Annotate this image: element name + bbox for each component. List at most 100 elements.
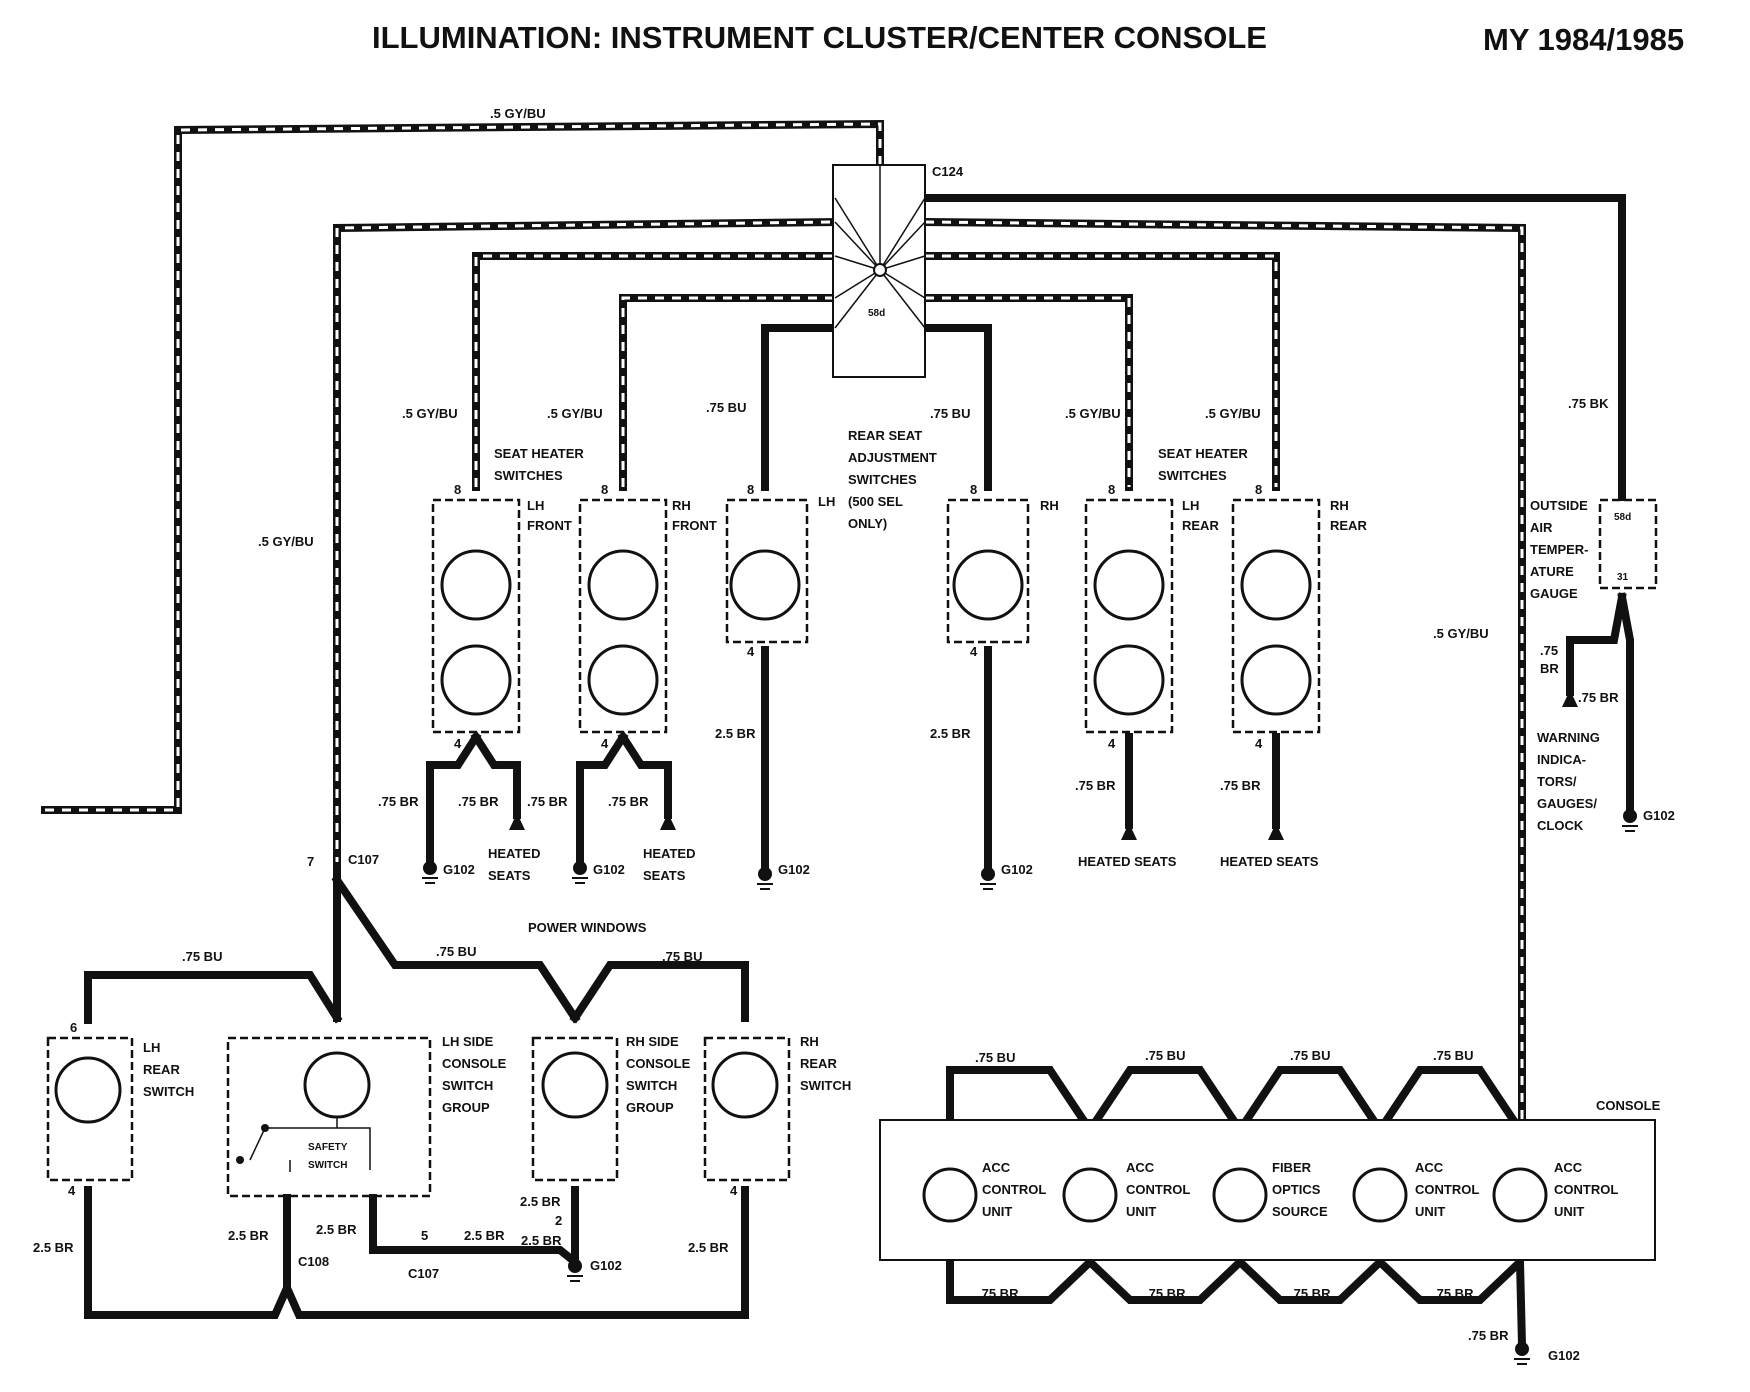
wire-label-bk: .75 BK: [1568, 396, 1609, 411]
wire-label-rh-front: .5 GY/BU: [547, 406, 603, 421]
heated-seats-rh-front-arrow: [660, 813, 676, 830]
outside-air-5: GAUGE: [1530, 586, 1578, 601]
seat-heater-label-1a: SEAT HEATER: [494, 446, 584, 461]
power-windows-label: POWER WINDOWS: [528, 920, 647, 935]
lh-rear-sw-1: LH: [143, 1040, 160, 1055]
g102-pw: G102: [590, 1258, 622, 1273]
fiber-1: FIBER: [1272, 1160, 1312, 1175]
lh-rear-sw-2: REAR: [143, 1062, 180, 1077]
rh-side-3: SWITCH: [626, 1078, 677, 1093]
wire-label-gauge-br-b: BR: [1540, 661, 1559, 676]
outside-air-4: ATURE: [1530, 564, 1574, 579]
pin-rla-4: 4: [747, 644, 755, 659]
pin-rh-side-2: 2: [555, 1213, 562, 1228]
c124-connector: 58d: [832, 164, 926, 378]
c107-pin: 7: [307, 854, 314, 869]
rear-seat-label-1: REAR SEAT: [848, 428, 922, 443]
warning-1: WARNING: [1537, 730, 1600, 745]
c107-label: C107: [348, 852, 379, 867]
rh-rear-sw-2: REAR: [800, 1056, 837, 1071]
pw-wire-label-3: .75 BU: [662, 949, 702, 964]
rear-seat-label-4: (500 SEL: [848, 494, 903, 509]
lh-side-2: CONSOLE: [442, 1056, 507, 1071]
lh-rear-lh: LH: [1182, 498, 1199, 513]
warning-5: CLOCK: [1537, 818, 1584, 833]
lh-rear-seat-heater-switch: [1084, 498, 1174, 734]
acc-2-2: CONTROL: [1126, 1182, 1190, 1197]
wire-label-rear-adj-rh: .75 BU: [930, 406, 970, 421]
safety-switch-2: SWITCH: [308, 1160, 347, 1171]
pin-lhf-8: 8: [454, 482, 461, 497]
c124-terminal-label: 58d: [868, 308, 885, 319]
console-wire-label-9: .75 BR: [1468, 1328, 1509, 1343]
wire-label-left: .5 GY/BU: [258, 534, 314, 549]
diagram-title: ILLUMINATION: INSTRUMENT CLUSTER/CENTER …: [372, 20, 1267, 55]
wire-label-lhr: .75 BR: [1075, 778, 1116, 793]
heated-seats-rhf-1: HEATED: [643, 846, 695, 861]
acc-1-1: ACC: [982, 1160, 1011, 1175]
rh-rear-rear: REAR: [1330, 518, 1367, 533]
rh-side-console-switch-group: [531, 1036, 619, 1182]
pin-gauge-31: 31: [1617, 572, 1629, 583]
acc-1-2: CONTROL: [982, 1182, 1046, 1197]
g102-rla: G102: [778, 862, 810, 877]
wire-label-rear-adj-rh-gnd: 2.5 BR: [930, 726, 971, 741]
lh-side-console-switch-group: [226, 1036, 432, 1198]
c107-lower-pin: 5: [421, 1228, 428, 1243]
ground-symbols: [422, 809, 1638, 1365]
heated-seats-lhf-1: HEATED: [488, 846, 540, 861]
rear-seat-label-2: ADJUSTMENT: [848, 450, 937, 465]
rear-adj-rh: RH: [1040, 498, 1059, 513]
model-year: MY 1984/1985: [1483, 22, 1684, 57]
rh-rear-sw-3: SWITCH: [800, 1078, 851, 1093]
pw-wire-label-1: .75 BU: [182, 949, 222, 964]
rear-adj-lh: LH: [818, 494, 835, 509]
pin-rhr-4: 4: [1255, 736, 1263, 751]
console-label: CONSOLE: [1596, 1098, 1661, 1113]
console-wire-label-2: .75 BU: [1145, 1048, 1185, 1063]
wire-label-top: .5 GY/BU: [490, 106, 546, 121]
acc-3-2: CONTROL: [1415, 1182, 1479, 1197]
console-wire-label-8: .75 BR: [1433, 1286, 1474, 1301]
pw-wire-label-9: 2.5 BR: [520, 1194, 561, 1209]
pw-wire-label-8: 2.5 BR: [521, 1233, 562, 1248]
rh-side-1: RH SIDE: [626, 1034, 679, 1049]
acc-2-3: UNIT: [1126, 1204, 1156, 1219]
rh-front-front: FRONT: [672, 518, 717, 533]
outside-air-temp-gauge: [1598, 498, 1658, 590]
pin-lh-rear-6: 6: [70, 1020, 77, 1035]
warning-indicators-arrow: [1562, 690, 1578, 707]
console-wire-label-6: .75 BR: [1145, 1286, 1186, 1301]
console-wire-label-5: .75 BR: [978, 1286, 1019, 1301]
lh-rear-seat-adjust-switch: [725, 498, 809, 644]
warning-3: TORS/: [1537, 774, 1577, 789]
lh-front-lh: LH: [527, 498, 544, 513]
heated-seats-rhr: HEATED SEATS: [1220, 854, 1319, 869]
heated-seats-lhr: HEATED SEATS: [1078, 854, 1177, 869]
lh-side-4: GROUP: [442, 1100, 490, 1115]
gy-bu-wires: [41, 119, 1526, 1124]
lh-side-3: SWITCH: [442, 1078, 493, 1093]
pin-rh-rear-4: 4: [730, 1183, 738, 1198]
acc-3-1: ACC: [1415, 1160, 1444, 1175]
pin-rhr-8: 8: [1255, 482, 1262, 497]
wire-label-lhf-mid: .75 BR: [458, 794, 499, 809]
acc-2-1: ACC: [1126, 1160, 1155, 1175]
wire-label-rh-rear: .5 GY/BU: [1205, 406, 1261, 421]
g102-gauge: G102: [1643, 808, 1675, 823]
pin-rhf-4: 4: [601, 736, 609, 751]
lh-rear-window-switch: [46, 1036, 134, 1182]
wire-label-lh-rear: .5 GY/BU: [1065, 406, 1121, 421]
lh-rear-rear: REAR: [1182, 518, 1219, 533]
rh-front-seat-heater-switch: [578, 498, 668, 734]
warning-2: INDICA-: [1537, 752, 1586, 767]
outside-air-3: TEMPER-: [1530, 542, 1589, 557]
wire-label-right: .5 GY/BU: [1433, 626, 1489, 641]
outside-air-2: AIR: [1530, 520, 1553, 535]
console-wire-label-3: .75 BU: [1290, 1048, 1330, 1063]
acc-3-3: UNIT: [1415, 1204, 1445, 1219]
pin-rra-4: 4: [970, 644, 978, 659]
fiber-3: SOURCE: [1272, 1204, 1328, 1219]
pin-lhr-4: 4: [1108, 736, 1116, 751]
